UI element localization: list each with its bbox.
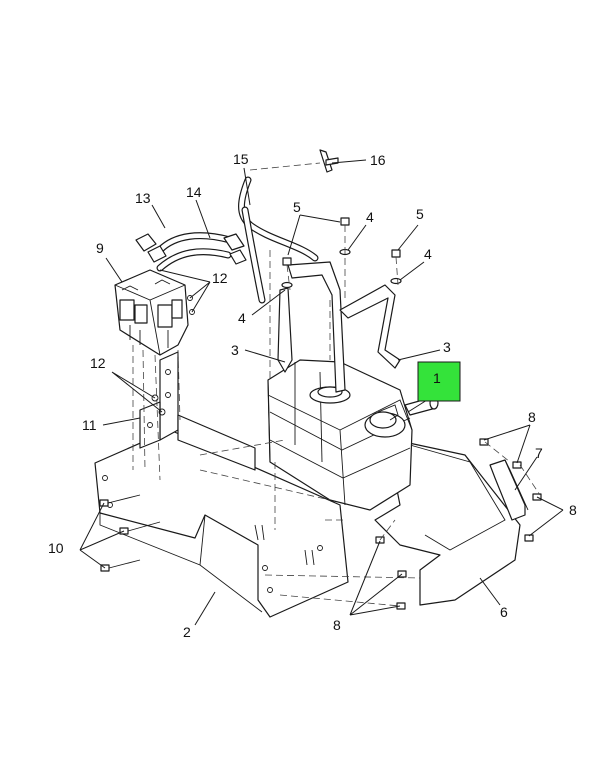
leader-lines	[79, 159, 564, 626]
callout-14: 14	[186, 184, 202, 200]
callout-4b: 4	[366, 209, 374, 225]
callout-5b: 5	[416, 206, 424, 222]
callout-11: 11	[82, 417, 97, 433]
item-1-highlight[interactable]	[417, 361, 461, 402]
callout-1[interactable]: 1	[433, 370, 441, 386]
callout-8b: 8	[569, 502, 577, 518]
callout-3b: 3	[443, 339, 451, 355]
callout-3a: 3	[231, 342, 239, 358]
callout-8a: 8	[528, 409, 536, 425]
callout-9: 9	[96, 240, 104, 256]
callout-2: 2	[183, 624, 191, 640]
tank-support-bracket	[374, 439, 521, 606]
hose-connectors	[135, 233, 247, 265]
callout-5a: 5	[293, 199, 301, 215]
callout-labels: 1 2 3 3 4 4 4 5 5 6 7 8 8 8 9 10 11 12 1…	[48, 151, 577, 640]
callout-15: 15	[233, 151, 249, 167]
side-clamp	[489, 459, 529, 521]
mounting-base-plate	[94, 429, 349, 618]
callout-8c: 8	[333, 617, 341, 633]
hose-loop	[238, 176, 319, 304]
hose-clip	[319, 149, 339, 173]
callout-13: 13	[135, 190, 151, 206]
callout-12a: 12	[212, 270, 228, 286]
callout-10: 10	[48, 540, 64, 556]
alignment-lines	[132, 162, 541, 607]
pump-module	[114, 269, 195, 356]
vertical-bracket	[139, 351, 256, 471]
callout-12b: 12	[90, 355, 106, 371]
callout-4c: 4	[424, 246, 432, 262]
hose-lines	[156, 232, 234, 272]
callout-4a: 4	[238, 310, 246, 326]
callout-6: 6	[500, 604, 508, 620]
tank-straps	[277, 261, 401, 393]
callout-16: 16	[370, 152, 386, 168]
callout-7: 7	[535, 445, 543, 461]
